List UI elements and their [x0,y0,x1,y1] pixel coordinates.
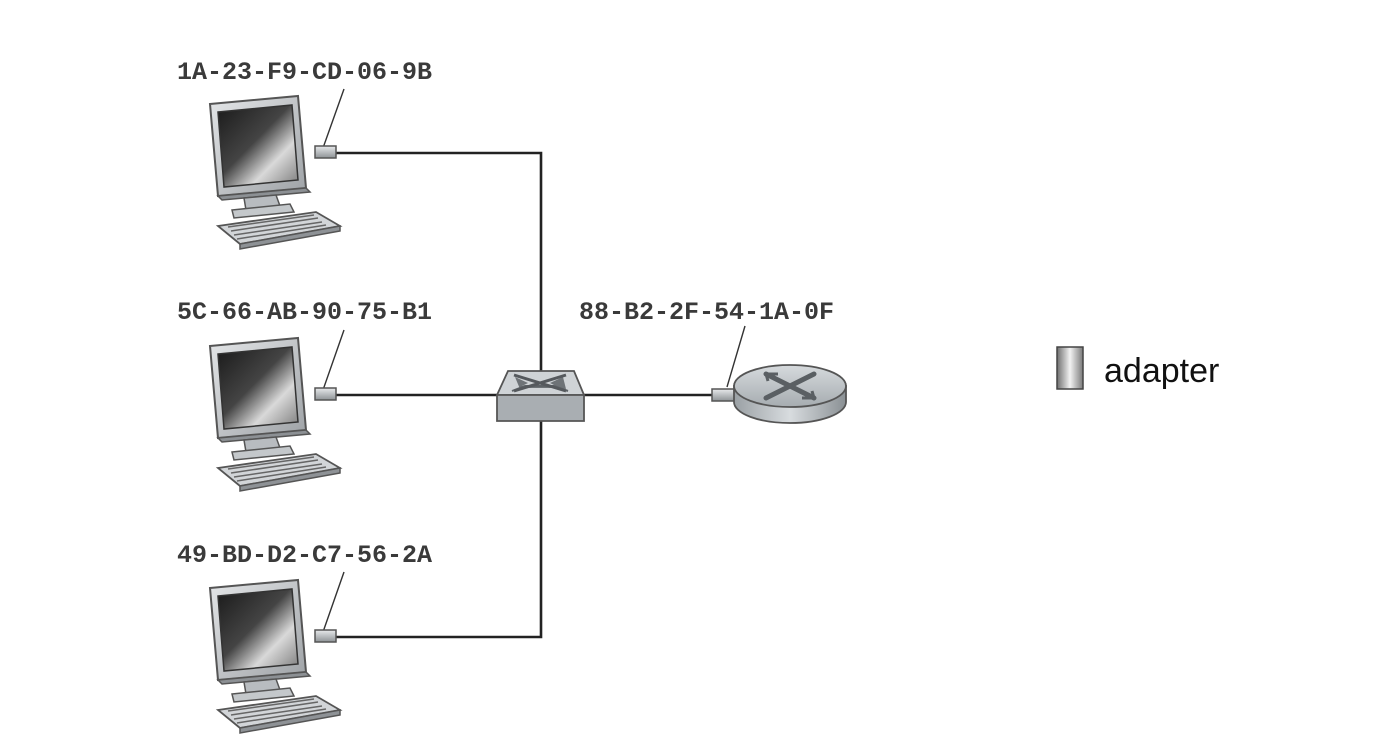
mac-address-label: 5C-66-AB-90-75-B1 [177,298,432,327]
adapter-icon [314,387,337,401]
computer-icon [209,95,341,250]
switch-icon [495,370,586,422]
adapter-icon [314,629,337,643]
legend-label: adapter [1104,352,1219,390]
adapter-icon [314,145,337,159]
label-pointer [322,329,345,391]
router-icon [733,364,847,424]
mac-address-label: 1A-23-F9-CD-06-9B [177,58,432,87]
switch [495,370,586,422]
computer-icon [209,337,341,492]
label-pointer [322,571,345,633]
legend: adapter [1056,346,1219,390]
computer-icon [209,579,341,734]
host-2: 5C-66-AB-90-75-B1 [177,298,432,492]
label-pointer [726,325,746,388]
mac-address-label: 88-B2-2F-54-1A-0F [579,298,834,327]
cable-host-3 [334,418,543,639]
host-3: 49-BD-D2-C7-56-2A [177,541,432,734]
adapter-icon [1056,346,1084,390]
router: 88-B2-2F-54-1A-0F [579,298,847,424]
cables [334,151,716,639]
cable-host-1 [334,151,543,385]
label-pointer [322,88,345,149]
mac-address-label: 49-BD-D2-C7-56-2A [177,541,432,570]
host-1: 1A-23-F9-CD-06-9B [177,58,432,250]
